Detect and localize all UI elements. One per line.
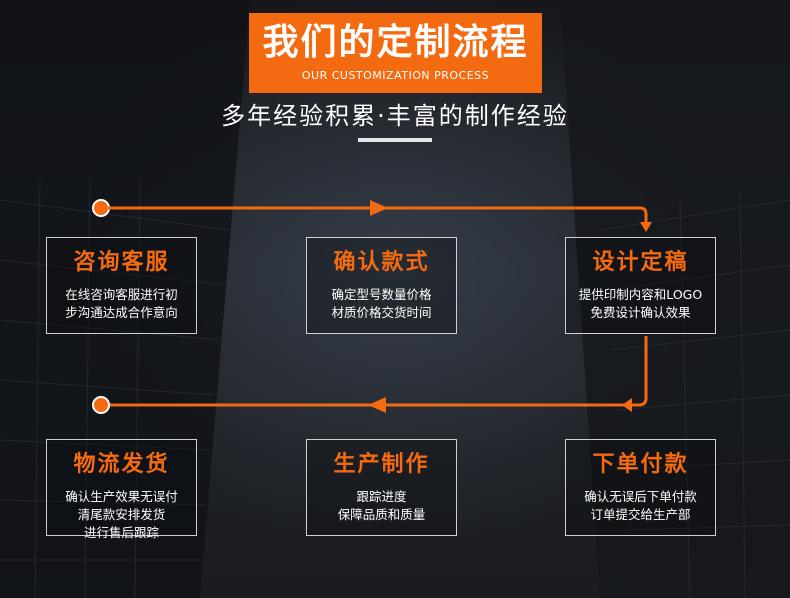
step-title: 生产制作 [333, 452, 430, 477]
step-desc: 提供印制内容和LOGO 免费设计确认效果 [578, 287, 703, 320]
subtitle-underline [358, 138, 432, 142]
step-desc: 确定型号数量价格 材质价格交货时间 [331, 287, 432, 320]
connector-down-1 [639, 206, 648, 226]
arrow-right-icon [370, 200, 388, 216]
step-desc: 在线咨询客服进行初 步沟通达成合作意向 [65, 287, 178, 320]
step-title: 咨询客服 [73, 250, 170, 275]
step-desc: 确认无误后下单付款 订单提交给生产部 [584, 489, 697, 522]
arrow-down-icon [640, 222, 652, 232]
step-title: 物流发货 [73, 452, 170, 477]
step-card-confirm-style: 确认款式 确定型号数量价格 材质价格交货时间 [306, 237, 457, 334]
step-desc: 跟踪进度 保障品质和质量 [337, 489, 426, 522]
step-title: 确认款式 [333, 250, 430, 275]
arrow-left-icon [368, 397, 386, 413]
step-desc: 确认生产效果无误付 清尾款安排发货 进行售后跟踪 [65, 489, 178, 540]
step-card-shipping: 物流发货 确认生产效果无误付 清尾款安排发货 进行售后跟踪 [46, 439, 197, 540]
page-title-en: OUR CUSTOMIZATION PROCESS [301, 69, 490, 82]
connector-right-vertical [628, 336, 648, 407]
start-dot-row1 [92, 199, 110, 217]
step-card-production: 生产制作 跟踪进度 保障品质和质量 [306, 439, 457, 536]
step-card-order-payment: 下单付款 确认无误后下单付款 订单提交给生产部 [565, 439, 716, 536]
step-title: 设计定稿 [592, 250, 689, 275]
page-title: 我们的定制流程 [262, 22, 529, 63]
step-card-consult: 咨询客服 在线咨询客服进行初 步沟通达成合作意向 [46, 237, 197, 334]
step-card-design: 设计定稿 提供印制内容和LOGO 免费设计确认效果 [565, 237, 716, 334]
start-dot-row2 [92, 396, 110, 414]
title-banner: 我们的定制流程 OUR CUSTOMIZATION PROCESS [249, 13, 542, 93]
subtitle: 多年经验积累·丰富的制作经验 [221, 102, 569, 130]
step-title: 下单付款 [592, 452, 689, 477]
